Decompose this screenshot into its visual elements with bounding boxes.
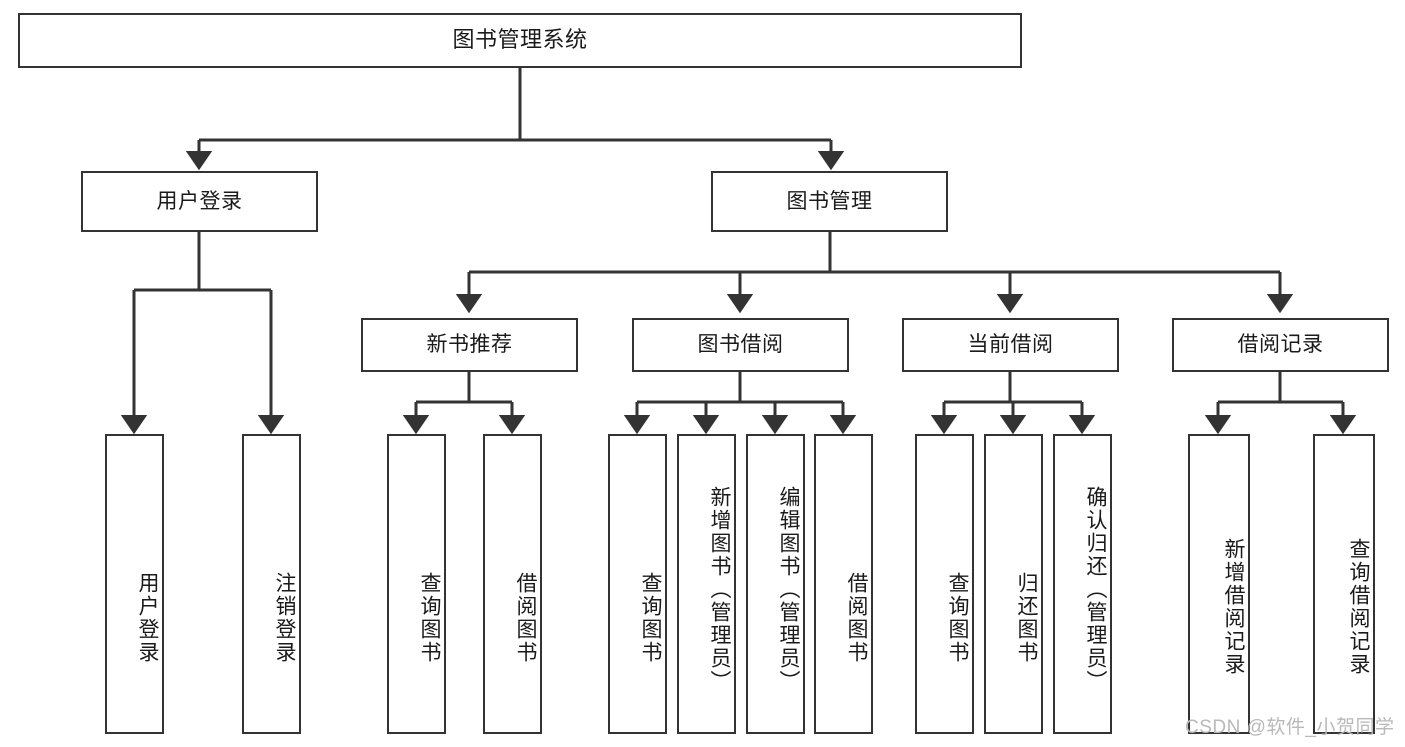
node-label: 借阅图书 — [514, 572, 537, 664]
node-label: 新增借阅记录 — [1222, 537, 1245, 676]
node-label: 编辑图书（管理员） — [777, 486, 800, 693]
node-user-login[interactable]: 用户登录 — [81, 171, 318, 232]
leaf-borrow-query-book[interactable]: 查询图书 — [608, 434, 667, 734]
node-label: 当前借阅 — [967, 333, 1054, 357]
node-label: 注销登录 — [273, 572, 296, 664]
node-book-borrow[interactable]: 图书借阅 — [632, 318, 849, 372]
leaf-borrow-borrow-book[interactable]: 借阅图书 — [814, 434, 873, 734]
node-label: 图书管理系统 — [452, 27, 588, 53]
node-current-borrow[interactable]: 当前借阅 — [902, 318, 1119, 372]
leaf-record-query-record[interactable]: 查询借阅记录 — [1313, 434, 1375, 734]
node-label: 图书借阅 — [697, 333, 784, 357]
node-label: 新增图书（管理员） — [708, 486, 731, 693]
node-root-system[interactable]: 图书管理系统 — [18, 13, 1022, 68]
node-label: 确认归还（管理员） — [1084, 486, 1107, 693]
leaf-borrow-add-book-admin[interactable]: 新增图书（管理员） — [677, 434, 736, 734]
leaf-user-login-login[interactable]: 用户登录 — [105, 434, 164, 734]
node-label: 查询图书 — [639, 572, 662, 664]
node-new-book-recommend[interactable]: 新书推荐 — [361, 318, 578, 372]
node-label: 查询借阅记录 — [1347, 537, 1370, 676]
leaf-user-login-logout[interactable]: 注销登录 — [242, 434, 301, 734]
node-label: 查询图书 — [946, 572, 969, 664]
leaf-recommend-borrow-book[interactable]: 借阅图书 — [483, 434, 542, 734]
node-label: 借阅记录 — [1237, 333, 1324, 357]
watermark: CSDN @软件_小贺同学 — [1185, 717, 1395, 738]
node-book-management[interactable]: 图书管理 — [711, 171, 948, 232]
node-label: 图书管理 — [786, 189, 873, 213]
leaf-current-query-book[interactable]: 查询图书 — [915, 434, 974, 734]
node-borrow-record[interactable]: 借阅记录 — [1172, 318, 1389, 372]
node-label: 用户登录 — [136, 572, 159, 664]
leaf-current-confirm-return-admin[interactable]: 确认归还（管理员） — [1053, 434, 1112, 734]
node-label: 借阅图书 — [845, 572, 868, 664]
leaf-current-return-book[interactable]: 归还图书 — [984, 434, 1043, 734]
node-label: 查询图书 — [418, 572, 441, 664]
leaf-borrow-edit-book-admin[interactable]: 编辑图书（管理员） — [746, 434, 805, 734]
node-label: 归还图书 — [1015, 572, 1038, 664]
node-label: 新书推荐 — [426, 333, 513, 357]
node-label: 用户登录 — [156, 189, 243, 213]
leaf-recommend-query-book[interactable]: 查询图书 — [387, 434, 446, 734]
leaf-record-add-record[interactable]: 新增借阅记录 — [1188, 434, 1250, 734]
